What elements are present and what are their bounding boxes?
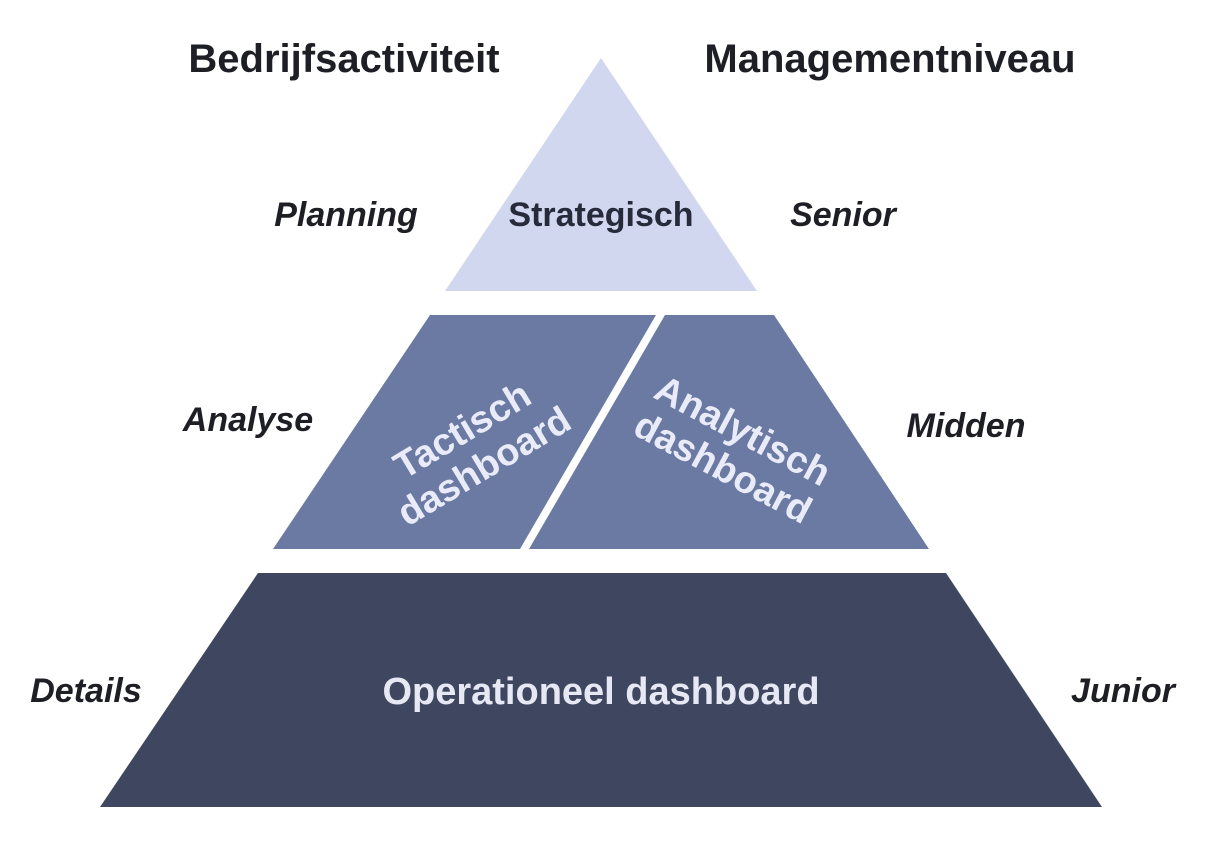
tier-bottom-shape bbox=[100, 573, 1102, 807]
management-label-junior: Junior bbox=[1071, 672, 1177, 710]
tier-middle-right-shape bbox=[529, 315, 929, 549]
heading-business-activity: Bedrijfsactiviteit bbox=[188, 37, 499, 81]
activity-label-analyse: Analyse bbox=[182, 401, 313, 439]
activity-label-planning: Planning bbox=[274, 196, 418, 234]
tier-bottom-label: Operationeel dashboard bbox=[382, 671, 819, 713]
heading-management-level: Managementniveau bbox=[704, 37, 1075, 81]
tier-top-shape bbox=[445, 58, 757, 291]
management-label-midden: Midden bbox=[907, 407, 1026, 445]
tier-top-label: Strategisch bbox=[508, 196, 693, 234]
management-label-senior: Senior bbox=[790, 196, 898, 234]
activity-label-details: Details bbox=[30, 672, 142, 710]
tier-middle-left-shape bbox=[273, 315, 656, 549]
